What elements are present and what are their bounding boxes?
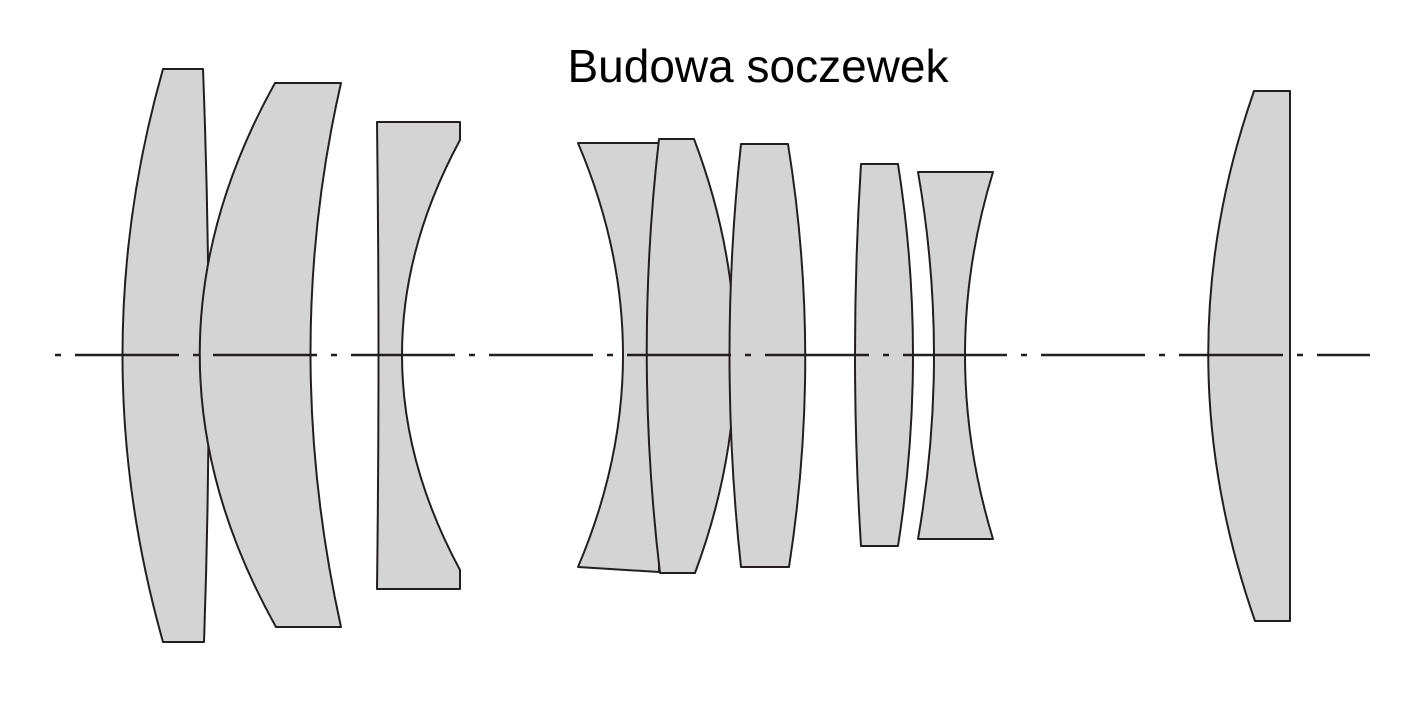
lens-element-4 [577, 142, 661, 573]
lens-element-3 [376, 121, 461, 590]
diagram-title: Budowa soczewek [568, 40, 950, 92]
lens-group [121, 68, 1291, 643]
